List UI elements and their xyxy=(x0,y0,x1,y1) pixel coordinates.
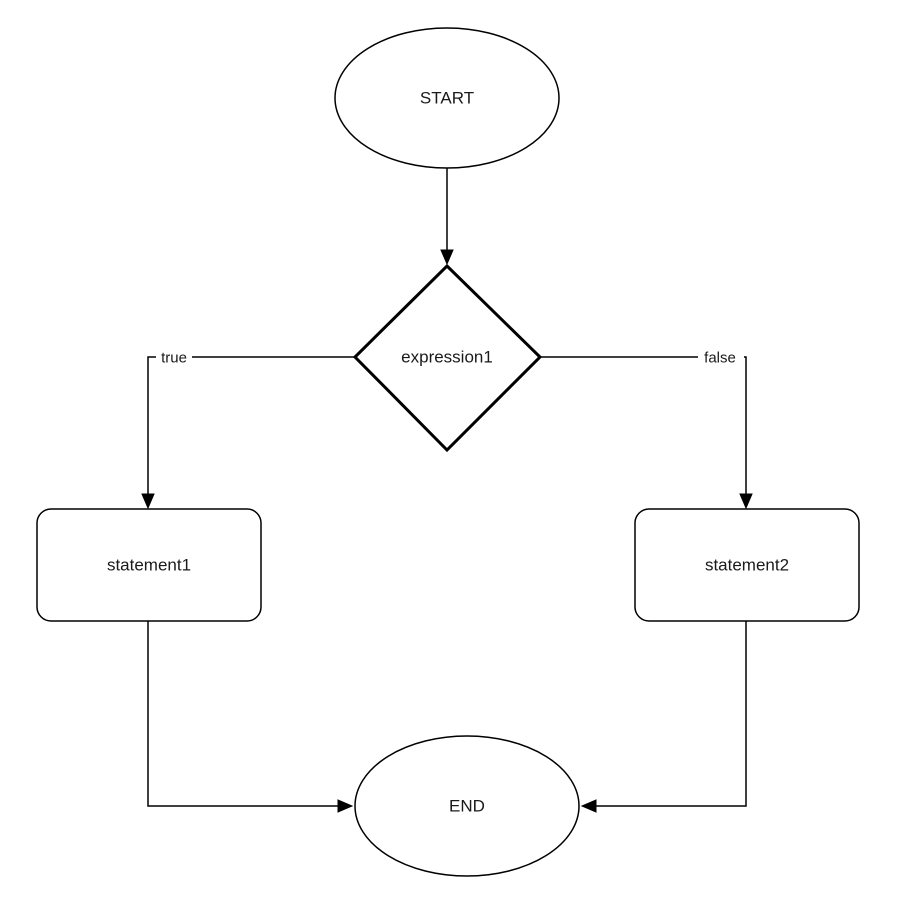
end-node[interactable]: END xyxy=(354,735,580,877)
edge-label-true: true xyxy=(161,350,187,367)
statement1-label: statement1 xyxy=(107,556,191,575)
start-node[interactable]: START xyxy=(334,27,560,169)
statement1-box xyxy=(36,508,262,622)
decision-diamond xyxy=(352,263,543,453)
edge-statement1-to-end xyxy=(147,621,354,813)
decision-label: expression1 xyxy=(401,348,493,367)
statement2-box xyxy=(634,508,860,622)
statement1-node[interactable]: statement1 xyxy=(36,508,262,622)
statement2-label: statement2 xyxy=(705,556,789,575)
end-label: END xyxy=(449,797,485,816)
statement2-node[interactable]: statement2 xyxy=(634,508,860,622)
start-label: START xyxy=(420,89,474,108)
edge-decision-false: false xyxy=(540,348,753,510)
edge-statement2-to-end xyxy=(580,621,747,813)
end-ellipse xyxy=(354,735,580,877)
edge-start-to-decision xyxy=(440,168,454,266)
edge-label-false: false xyxy=(704,350,736,367)
decision-node[interactable]: expression1 xyxy=(352,263,543,453)
start-ellipse xyxy=(334,27,560,169)
edge-decision-true: true xyxy=(141,348,355,510)
